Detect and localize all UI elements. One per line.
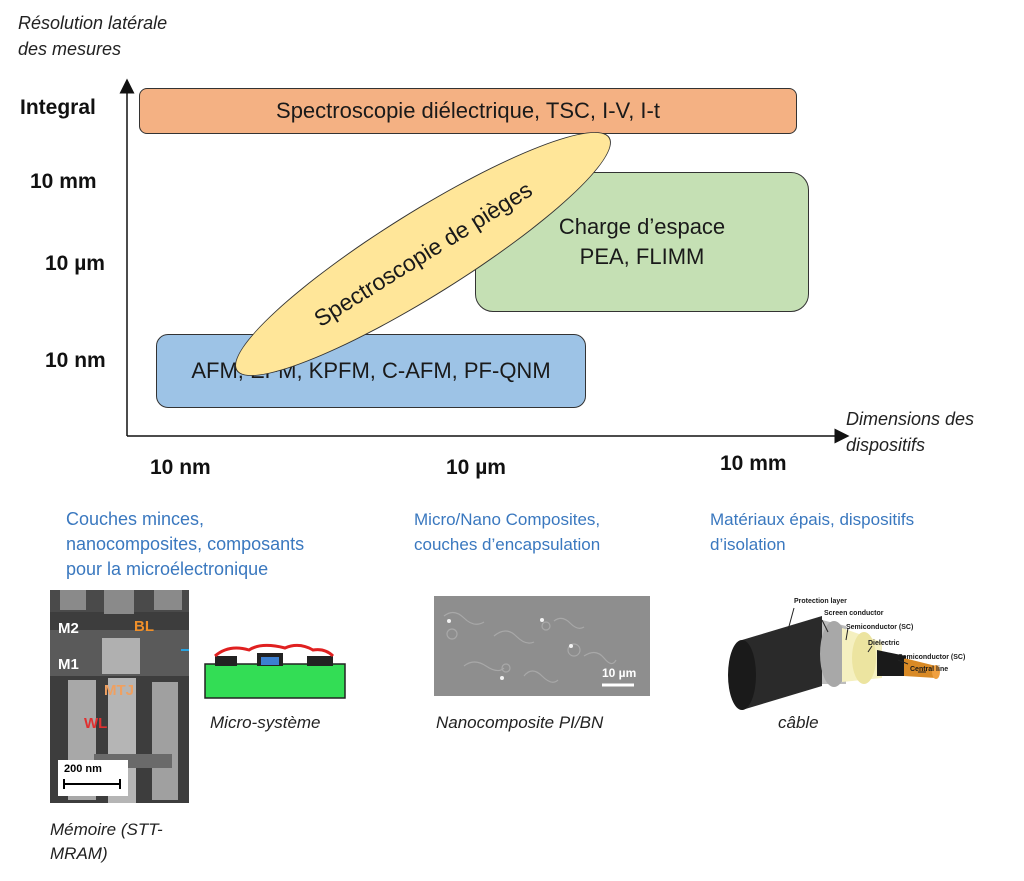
x-axis-title-line2: dispositifs xyxy=(846,435,926,455)
nanocomposite-sem-image: 10 µm xyxy=(434,596,650,696)
mram-label-m1: M1 xyxy=(58,656,79,673)
cable-label-dielectric: Dielectric xyxy=(868,640,900,647)
category-thin-films: Couches minces, nanocomposites, composan… xyxy=(66,507,304,582)
x-axis-title-line1: Dimensions des xyxy=(846,409,975,429)
x-tick-10mm: 10 mm xyxy=(720,452,787,475)
y-tick-10nm: 10 nm xyxy=(45,349,106,372)
afm-box: AFM, EFM, KPFM, C-AFM, PF-QNM xyxy=(156,334,586,408)
mram-scale-label: 200 nm xyxy=(64,763,102,775)
cable-layers-drawing xyxy=(728,607,940,710)
y-axis-title-line2: des mesures xyxy=(18,39,122,59)
mram-label-m2: M2 xyxy=(58,620,79,637)
y-tick-10um: 10 µm xyxy=(45,252,105,275)
category-composites-line1: Micro/Nano Composites, xyxy=(414,510,601,529)
category-thick-materials-line1: Matériaux épais, dispositifs xyxy=(710,510,915,529)
category-thin-films-line2: nanocomposites, composants xyxy=(66,534,305,554)
category-thin-films-line3: pour la microélectronique xyxy=(66,559,269,579)
x-tick-10nm: 10 nm xyxy=(150,456,211,479)
x-tick-10um: 10 µm xyxy=(446,456,506,479)
dielectric-spectroscopy-label: Spectroscopie diélectrique, TSC, I-V, I-… xyxy=(276,98,660,123)
sem-scale-label: 10 µm xyxy=(602,666,637,680)
cable-label-sc1: Semiconductor (SC) xyxy=(846,624,914,631)
cable-drawing: Protection layer Screen conductor Semico… xyxy=(722,594,972,710)
caption-cable: câble xyxy=(778,713,819,732)
category-composites: Micro/Nano Composites, couches d’encapsu… xyxy=(414,507,600,557)
caption-microsystem: Micro-système xyxy=(210,713,321,732)
y-axis-title-line1: Résolution latérale xyxy=(18,13,168,33)
cable-label-sc2: Semiconductor (SC) xyxy=(898,654,966,661)
cable-label-central: Central line xyxy=(910,666,949,673)
mram-label-wl: WL xyxy=(84,715,108,732)
space-charge-label-line2: PEA, FLIMM xyxy=(579,244,705,269)
y-tick-10mm: 10 mm xyxy=(30,170,97,193)
caption-mram-line2: MRAM) xyxy=(50,844,108,863)
cable-label-screen: Screen conductor xyxy=(824,610,884,617)
microsystem-drawing xyxy=(204,643,346,699)
mram-label-bl: BL xyxy=(134,618,154,635)
caption-mram: Mémoire (STT- MRAM) xyxy=(50,818,163,866)
caption-nanocomposite: Nanocomposite PI/BN xyxy=(436,713,604,732)
category-thin-films-line1: Couches minces, xyxy=(66,509,205,529)
category-thick-materials-line2: d’isolation xyxy=(710,535,786,554)
category-thick-materials: Matériaux épais, dispositifs d’isolation xyxy=(710,507,914,557)
x-axis-title: Dimensions des dispositifs xyxy=(846,406,974,458)
mram-edge-mark xyxy=(181,649,189,651)
caption-mram-line1: Mémoire (STT- xyxy=(50,820,163,839)
y-tick-integral: Integral xyxy=(20,96,96,119)
category-composites-line2: couches d’encapsulation xyxy=(414,535,601,554)
space-charge-label-line1: Charge d’espace xyxy=(558,214,726,239)
mram-label-mtj: MTJ xyxy=(104,682,134,699)
y-axis-title: Résolution latérale des mesures xyxy=(18,10,167,62)
mram-structure-drawing xyxy=(50,590,189,803)
cable-label-protection: Protection layer xyxy=(794,598,847,605)
dielectric-spectroscopy-box: Spectroscopie diélectrique, TSC, I-V, I-… xyxy=(139,88,797,134)
sem-texture-drawing xyxy=(434,596,650,696)
mram-micrograph: M2 M1 BL MTJ WL 200 nm xyxy=(50,590,189,803)
